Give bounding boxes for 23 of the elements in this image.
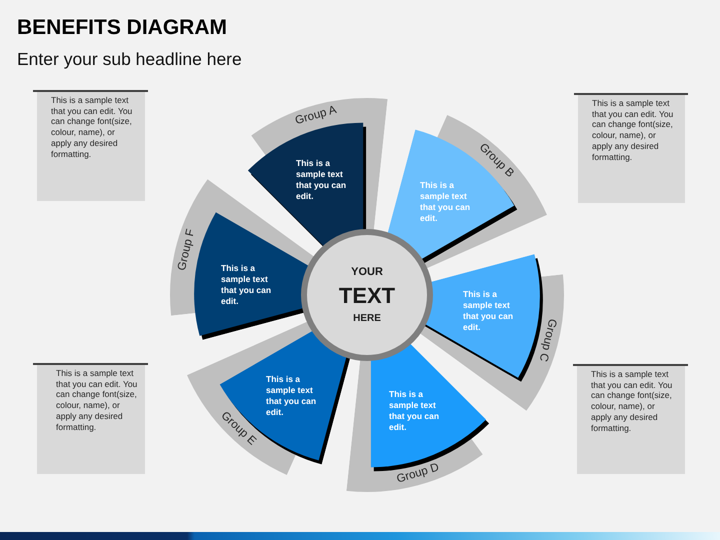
subtitle: Enter your sub headline here: [17, 49, 242, 70]
center-text: YOUR: [351, 266, 383, 278]
group-label: Group F: [175, 228, 198, 272]
center-text: TEXT: [338, 282, 396, 308]
center-text: HERE: [353, 312, 381, 324]
note-text: This is a sample text that you can edit. You can change font(size, colour, name), or apply any desired formatting.: [592, 98, 674, 162]
text-panel: [573, 364, 688, 474]
segment-text: This is a sample text that you can edit.: [420, 180, 472, 224]
text-panel: [574, 93, 688, 203]
text-panel: [33, 90, 148, 201]
group-label: Group C: [536, 317, 559, 363]
note-text: This is a sample text that you can edit. You can change font(size, colour, name), or apply any desired formatting.: [591, 369, 674, 434]
text-panel: [33, 363, 148, 474]
note-text: This is a sample text that you can edit. You can change font(size, colour, name), or apply any desired formatting.: [51, 95, 134, 160]
segment-text: This is a sample text that you can edit.: [389, 389, 440, 433]
segment-text: This is a sample text that you can edit.: [266, 374, 318, 418]
segment-text: This is a sample text that you can edit.: [221, 263, 272, 307]
note-text: This is a sample text that you can edit. You can change font(size, colour, name), or apply any desired formatting.: [56, 368, 138, 432]
segment-text: This is a sample text that you can edit.: [296, 158, 348, 202]
segment-text: This is a sample text that you can edit.: [463, 289, 514, 333]
group-label: Group A: [294, 104, 338, 128]
group-label: Group D: [396, 461, 441, 486]
diagram-title: BENEFITS DIAGRAM: [17, 16, 227, 40]
